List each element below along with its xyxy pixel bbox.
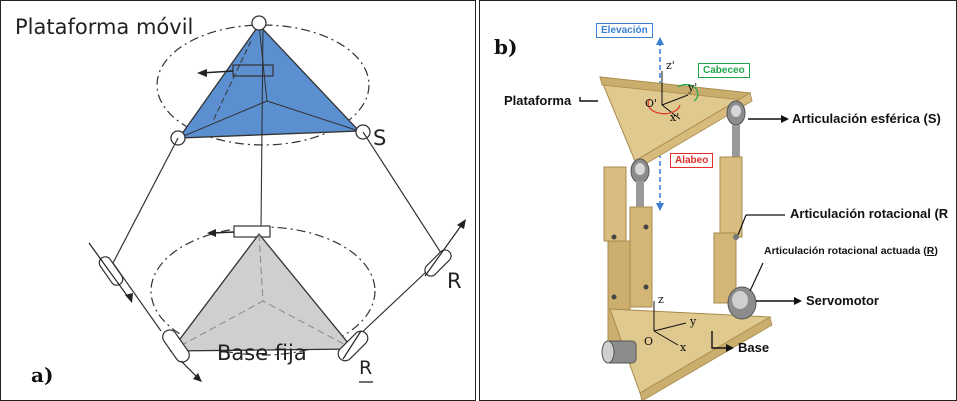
- left-leg-middle: [629, 206, 653, 308]
- actuated-joint-callout: Articulación rotacional actuada (R): [764, 245, 938, 257]
- platform-ellipse: [156, 24, 370, 146]
- moving-platform-triangle: [177, 23, 361, 139]
- spherical-joint-callout: Articulación esférica (S): [792, 111, 941, 126]
- joint-s-label: S: [373, 126, 387, 150]
- actuated-joint-suffix: ): [934, 245, 938, 257]
- servomotor-callout: Servomotor: [806, 293, 879, 308]
- physical-prototype-illustration: [579, 37, 802, 400]
- base-slider: [233, 225, 271, 238]
- base-origin-label: O: [644, 335, 654, 348]
- top-x-axis-label: x': [670, 111, 680, 124]
- base-x-axis-label: x: [680, 341, 687, 354]
- panel-b-letter: b): [494, 35, 518, 59]
- panel-a-letter: a): [31, 363, 54, 387]
- panel-b: b) Elevación Cabeceo Alabeo z' y' x' O' …: [479, 0, 957, 401]
- actuator-left-lower: [162, 329, 190, 363]
- actuated-joint-letter: R: [926, 245, 935, 257]
- moving-platform-label: Plataforma móvil: [15, 15, 194, 39]
- right-leg-upper: [719, 156, 743, 238]
- base-z-axis-label: z: [658, 293, 664, 306]
- top-y-axis-label: y': [688, 81, 698, 94]
- right-leg-lower: [713, 232, 737, 304]
- actuator-left-upper: [98, 256, 124, 286]
- fixed-base-label: Base fija: [217, 341, 307, 365]
- joint-top: [251, 15, 267, 31]
- roll-label: Alabeo: [670, 153, 714, 168]
- base-callout: Base: [738, 340, 770, 355]
- panel-a: Plataforma móvil S R Base fija R a): [0, 0, 476, 401]
- left-leg-upper: [603, 166, 627, 242]
- base-y-axis-label: y: [690, 315, 697, 328]
- central-link: [260, 24, 264, 231]
- parallel-robot-schematic: [88, 15, 466, 383]
- top-origin-label: O': [645, 97, 658, 110]
- top-z-axis-label: z': [666, 59, 675, 72]
- joint-r-label: R: [447, 269, 462, 293]
- actuated-joint-prefix: Articulación rotacional actuada (: [764, 245, 927, 257]
- actuated-joint-r-label: R: [359, 357, 373, 379]
- platform-callout: Plataforma: [504, 93, 572, 108]
- platform-slider: [232, 64, 274, 77]
- rotational-joint-callout: Articulación rotacional (R: [790, 206, 949, 221]
- leg-left: [112, 137, 179, 264]
- pitch-label: Cabeceo: [698, 63, 750, 78]
- actuator-right-lower: [337, 330, 369, 362]
- elevation-label: Elevación: [596, 23, 653, 38]
- leg-right: [362, 131, 444, 257]
